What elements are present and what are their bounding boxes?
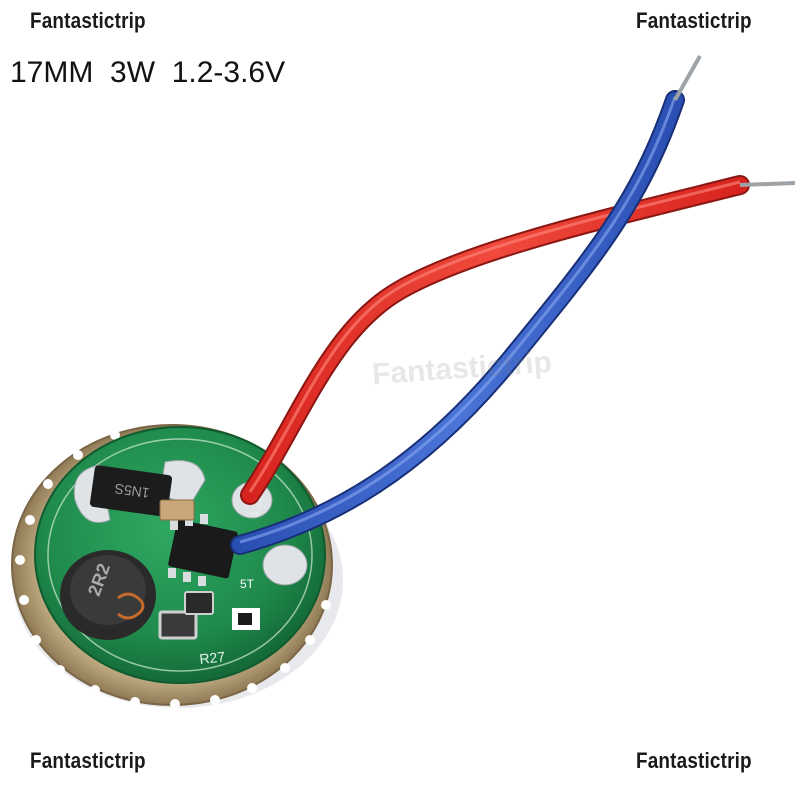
spec-text: 17MM 3W 1.2-3.6V: [10, 56, 286, 89]
resistor-label: R27: [199, 648, 226, 667]
svg-text:1N5S: 1N5S: [114, 481, 151, 502]
blue-wire: [230, 55, 702, 555]
inductor: 2R2: [60, 550, 156, 640]
watermark-bottom-left: Fantastictrip: [30, 748, 146, 773]
ic-chip: 5T: [168, 514, 255, 591]
svg-text:5T: 5T: [240, 577, 255, 591]
diode-chip: 1N5S: [89, 465, 173, 517]
watermark-top-right: Fantastictrip: [636, 8, 752, 33]
smd-components: [158, 499, 260, 640]
watermark-bottom-right: Fantastictrip: [636, 748, 752, 773]
watermark-top-left: Fantastictrip: [30, 8, 146, 33]
